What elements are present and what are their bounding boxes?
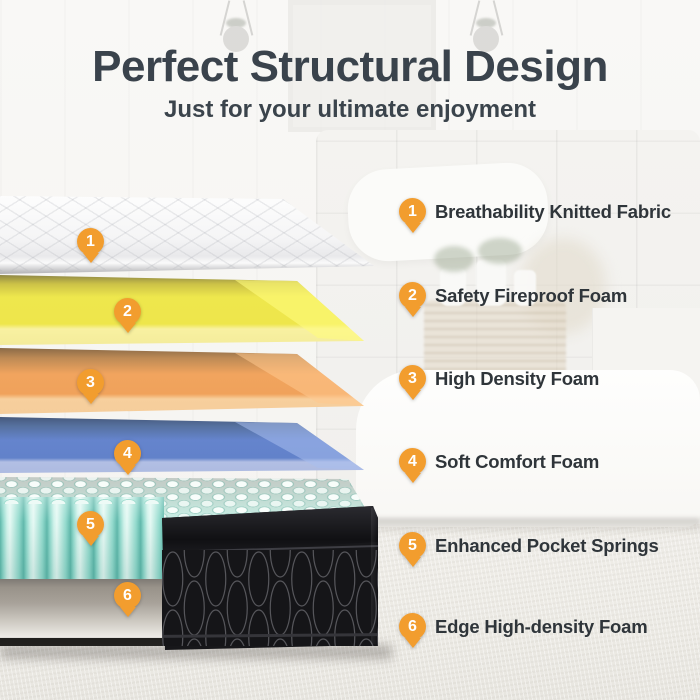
layer-pin-1: 1 — [77, 228, 104, 255]
pin-number: 6 — [123, 586, 132, 604]
feature-item-6: 6 Edge High-density Foam — [399, 613, 648, 640]
pin-number: 4 — [123, 444, 132, 462]
pin-number: 2 — [123, 302, 132, 320]
layer-pin-3: 3 — [77, 369, 104, 396]
feature-item-1: 1 Breathability Knitted Fabric — [399, 198, 671, 225]
feature-label: Breathability Knitted Fabric — [435, 201, 671, 222]
feature-item-5: 5 Enhanced Pocket Springs — [399, 532, 659, 559]
list-pin-1: 1 — [399, 198, 426, 225]
layer-pin-4: 4 — [114, 440, 141, 467]
layer-pin-6: 6 — [114, 582, 141, 609]
feature-item-3: 3 High Density Foam — [399, 365, 599, 392]
list-pin-2: 2 — [399, 282, 426, 309]
feature-item-4: 4 Soft Comfort Foam — [399, 448, 599, 475]
vase — [514, 270, 536, 306]
pin-number: 3 — [408, 369, 417, 387]
plant-sprigs — [434, 246, 474, 272]
pin-number: 5 — [86, 515, 95, 533]
list-pin-3: 3 — [399, 365, 426, 392]
pin-number: 2 — [408, 286, 417, 304]
bed-shadow — [368, 518, 700, 535]
floor-shadow — [0, 645, 392, 659]
layer-pin-5: 5 — [77, 511, 104, 538]
vase — [476, 260, 506, 306]
mattress-bottom-edge — [0, 638, 170, 646]
page-subtitle: Just for your ultimate enjoyment — [163, 96, 537, 123]
plant-sprigs — [478, 238, 522, 264]
pin-number: 5 — [408, 536, 417, 554]
vase — [440, 268, 466, 306]
ogee-quilt-pattern — [162, 550, 378, 646]
list-pin-5: 5 — [399, 532, 426, 559]
layer-pin-2: 2 — [114, 298, 141, 325]
list-pin-6: 6 — [399, 613, 426, 640]
list-pin-4: 4 — [399, 448, 426, 475]
pin-number: 3 — [86, 373, 95, 391]
pin-number: 4 — [408, 452, 417, 470]
window-frame — [288, 0, 436, 132]
feature-item-2: 2 Safety Fireproof Foam — [399, 282, 627, 309]
mattress-corner-highlight — [371, 508, 377, 644]
pin-number: 6 — [408, 617, 417, 635]
feature-label: High Density Foam — [435, 368, 600, 389]
feature-label: Soft Comfort Foam — [435, 451, 600, 472]
pin-number: 1 — [86, 232, 95, 250]
pin-number: 1 — [408, 202, 417, 220]
feature-label: Safety Fireproof Foam — [435, 285, 628, 306]
page-title: Perfect Structural Design — [92, 42, 608, 91]
hanging-planter-icon — [216, 0, 256, 58]
feature-label: Edge High-density Foam — [435, 616, 648, 637]
layer-edge-foam-base — [0, 579, 166, 646]
feature-label: Enhanced Pocket Springs — [435, 535, 659, 556]
hanging-planter-icon — [466, 0, 506, 58]
